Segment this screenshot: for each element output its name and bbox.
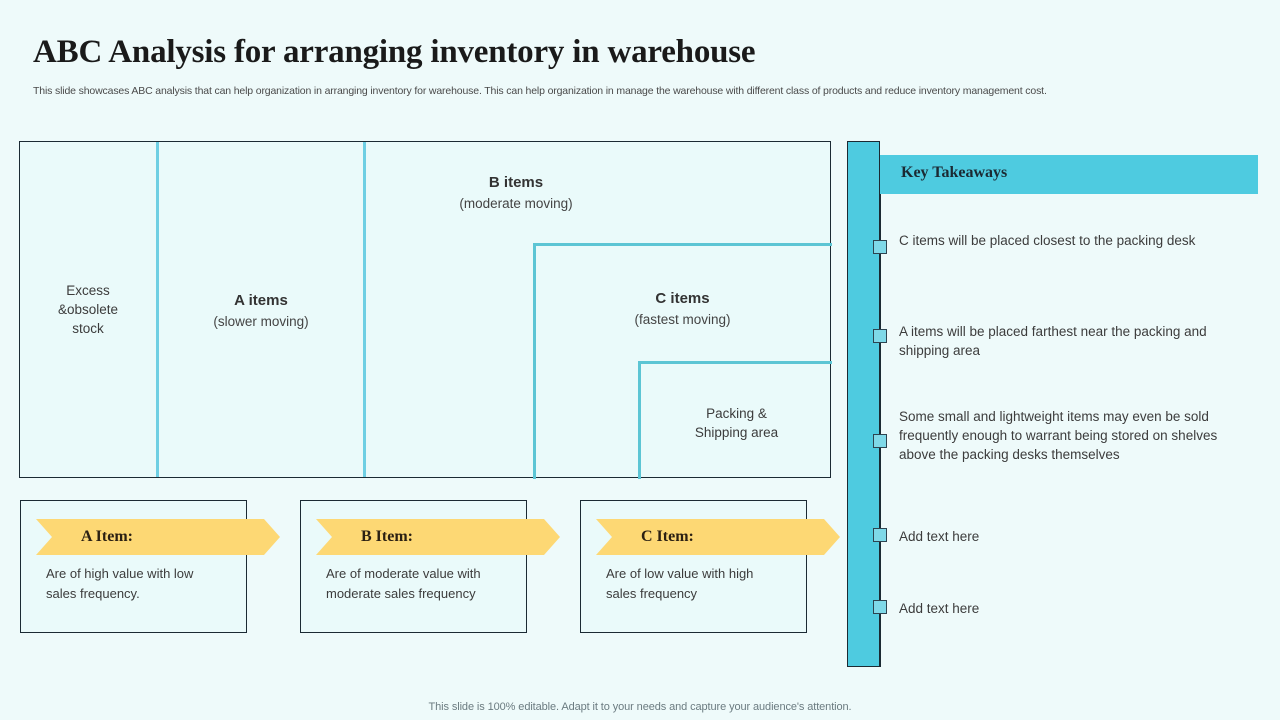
item-card-c-ribbon: C Item:	[596, 519, 840, 555]
item-card-b-ribbon: B Item:	[316, 519, 560, 555]
key-takeaway-item-4: Add text here	[899, 529, 980, 544]
key-takeaways-header: Key Takeaways	[880, 155, 1258, 194]
key-takeaway-marker-5	[873, 600, 887, 614]
zone-b-items: B items (moderate moving)	[366, 172, 666, 213]
zone-c-items: C items (fastest moving)	[533, 288, 832, 329]
zone-packing-shipping: Packing & Shipping area	[641, 404, 832, 442]
zone-a-items-sub: (slower moving)	[213, 314, 309, 329]
zone-excess-line1: Excess	[66, 283, 110, 298]
item-card-a: A Item: Are of high value with low sales…	[20, 500, 280, 633]
key-takeaways-timeline	[879, 194, 881, 667]
key-takeaway-item-5: Add text here	[899, 601, 980, 616]
page-subtitle: This slide showcases ABC analysis that c…	[33, 85, 1047, 97]
key-takeaway-marker-4	[873, 528, 887, 542]
key-takeaway-marker-2	[873, 329, 887, 343]
footer-note: This slide is 100% editable. Adapt it to…	[428, 701, 852, 713]
item-card-a-description: Are of high value with low sales frequen…	[46, 566, 194, 601]
zone-a-items-name: A items	[234, 292, 288, 309]
zone-c-items-boundary	[533, 243, 832, 479]
zone-packing-boundary	[638, 361, 832, 479]
page-title: ABC Analysis for arranging inventory in …	[33, 34, 756, 70]
item-card-a-ribbon: A Item:	[36, 519, 280, 555]
key-takeaway-marker-1	[873, 240, 887, 254]
item-card-c-description: Are of low value with high sales frequen…	[606, 566, 754, 601]
zone-c-items-sub: (fastest moving)	[634, 312, 731, 327]
zone-b-items-name: B items	[488, 174, 544, 191]
zone-c-items-name: C items	[655, 290, 710, 307]
key-takeaway-item-2: A items will be placed farthest near the…	[899, 324, 1207, 358]
zone-packing-line2: Shipping area	[694, 425, 779, 440]
item-card-c: C Item: Are of low value with high sales…	[580, 500, 840, 633]
zone-excess-line3: stock	[72, 321, 104, 336]
key-takeaway-item-3: Some small and lightweight items may eve…	[899, 409, 1218, 462]
warehouse-diagram: Excess &obsolete stock A items (slower m…	[19, 141, 832, 479]
zone-b-items-sub: (moderate moving)	[459, 196, 573, 211]
item-card-b-description: Are of moderate value with moderate sale…	[326, 566, 481, 601]
zone-divider-2	[363, 142, 366, 477]
zone-packing-line1: Packing &	[706, 406, 767, 421]
zone-excess-stock: Excess &obsolete stock	[20, 281, 156, 338]
key-takeaway-item-1: C items will be placed closest to the pa…	[899, 233, 1196, 248]
key-takeaways-title: Key Takeaways	[901, 164, 1008, 181]
key-takeaways-accent-bar	[847, 141, 880, 667]
item-card-b: B Item: Are of moderate value with moder…	[300, 500, 560, 633]
zone-a-items: A items (slower moving)	[159, 290, 363, 331]
key-takeaway-marker-3	[873, 434, 887, 448]
zone-excess-line2: &obsolete	[57, 302, 119, 317]
zone-divider-1	[156, 142, 159, 477]
